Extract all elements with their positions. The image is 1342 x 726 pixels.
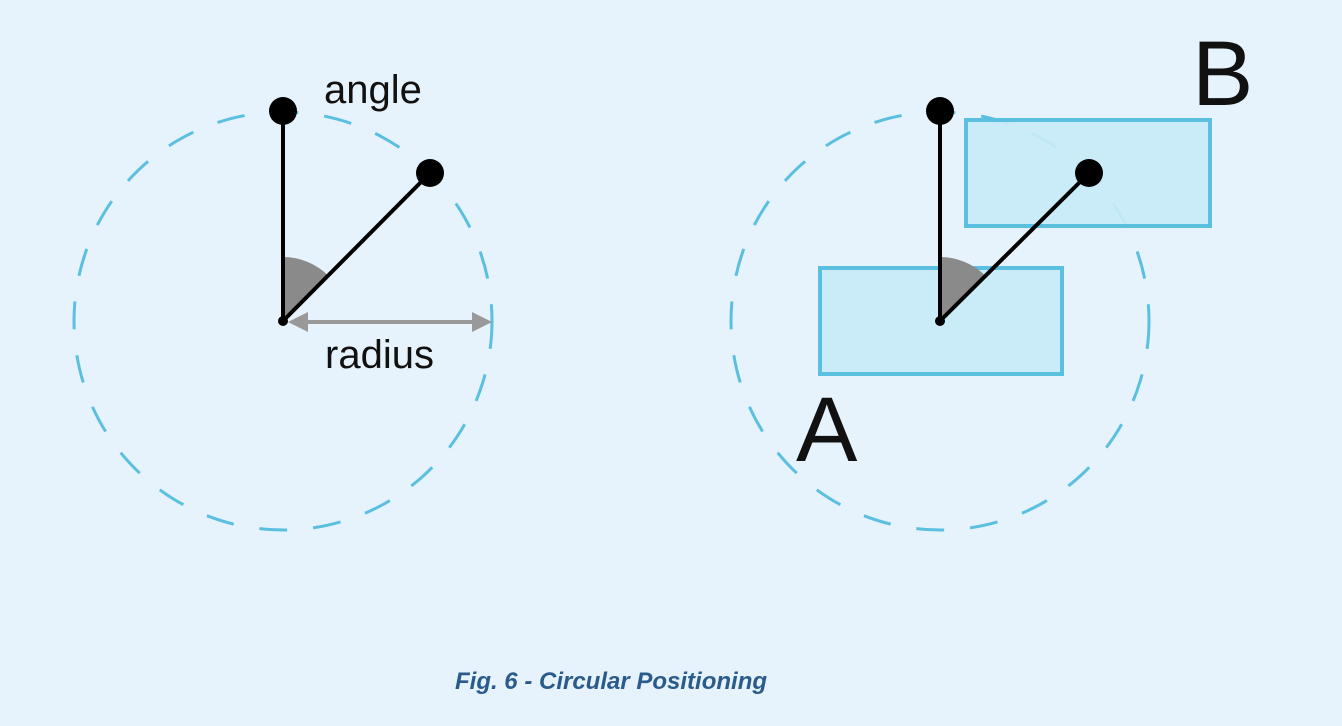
left-top-point bbox=[269, 97, 297, 125]
left-angle-wedge bbox=[283, 256, 329, 321]
left-diagram: angle radius bbox=[72, 68, 494, 532]
right-diagram: A B bbox=[729, 23, 1253, 532]
right-center-point bbox=[935, 316, 945, 326]
box-b bbox=[964, 118, 1212, 228]
left-center-point bbox=[278, 316, 288, 326]
figure-caption: Fig. 6 - Circular Positioning bbox=[454, 668, 768, 695]
left-radius-line bbox=[281, 171, 432, 323]
right-angle-wedge bbox=[940, 256, 986, 321]
left-orbit-point bbox=[416, 159, 444, 187]
right-orbit-point bbox=[1075, 159, 1103, 187]
right-top-point bbox=[926, 97, 954, 125]
label-a: A bbox=[796, 379, 858, 481]
angle-label: angle bbox=[324, 68, 422, 112]
radius-label: radius bbox=[325, 333, 434, 377]
right-radius-line bbox=[938, 171, 1091, 323]
label-b: B bbox=[1192, 23, 1253, 125]
